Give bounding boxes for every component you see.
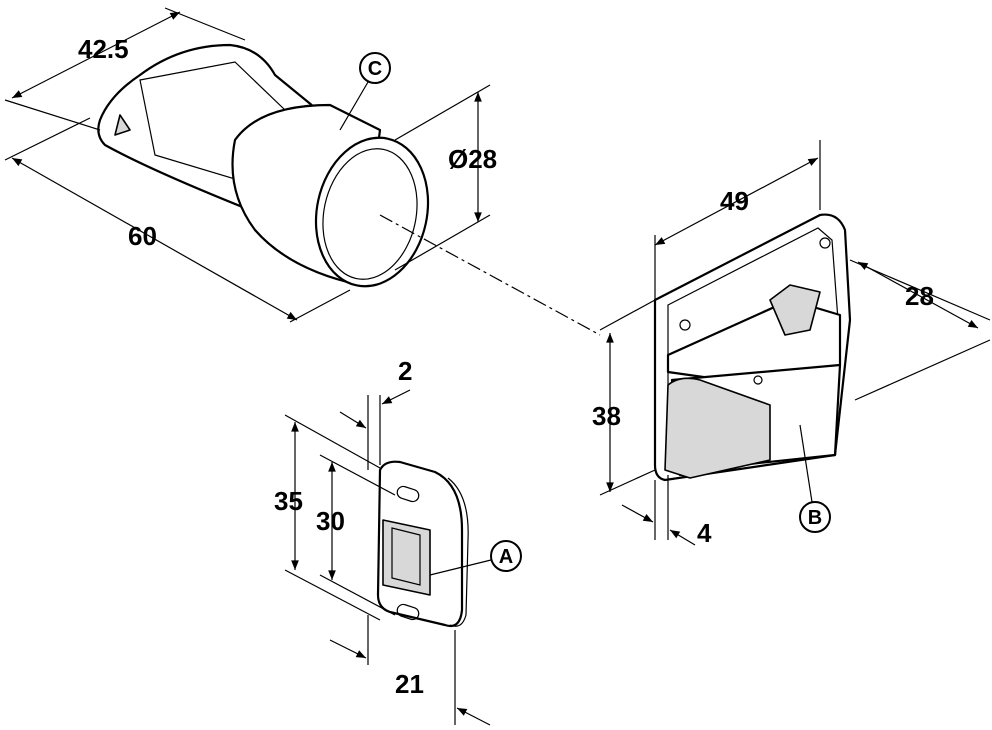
svg-text:B: B [808, 507, 822, 529]
callout-a: A [429, 540, 522, 576]
knob-part-c [97, 43, 430, 288]
knob-dimensions [4, 7, 491, 323]
svg-text:C: C [368, 58, 382, 80]
dim-strike-width: 21 [395, 669, 424, 699]
latch-dimensions [599, 140, 991, 546]
strike-plate-part-a [376, 460, 469, 628]
dim-latch-width: 49 [720, 186, 749, 216]
strike-dimensions [284, 389, 491, 726]
dim-knob-width: 42.5 [78, 34, 129, 64]
dim-latch-height: 38 [592, 401, 621, 431]
callout-b: B [799, 424, 831, 533]
callout-c: C [339, 52, 391, 131]
dim-knob-length: 60 [128, 221, 157, 251]
dim-knob-diameter: Ø28 [448, 144, 497, 174]
dim-strike-slot: 30 [316, 506, 345, 536]
dim-latch-plate: 4 [697, 518, 712, 548]
dim-strike-thickness: 2 [398, 356, 412, 386]
center-line [379, 214, 601, 336]
dim-latch-depth: 28 [905, 281, 934, 311]
svg-text:A: A [499, 546, 513, 568]
dim-strike-height: 35 [274, 486, 303, 516]
latch-part-b [653, 213, 852, 482]
